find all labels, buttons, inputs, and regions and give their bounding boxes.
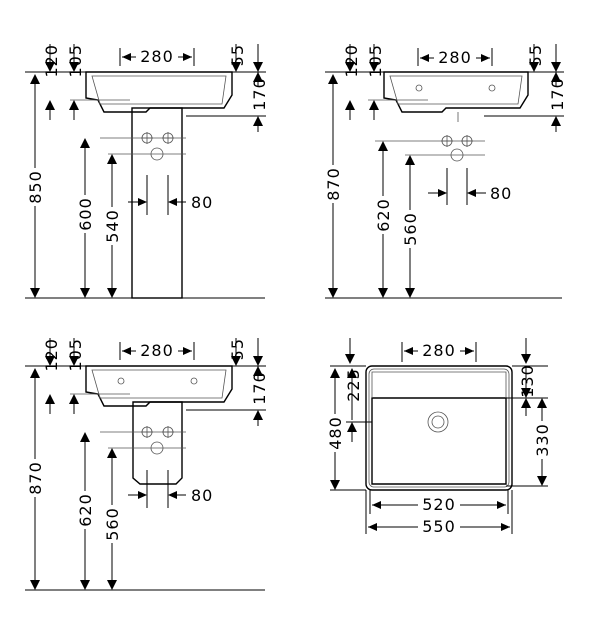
dim-120: 120 (42, 44, 61, 78)
dim-600: 600 (76, 197, 95, 231)
dim-55: 55 (526, 44, 545, 66)
dim-55: 55 (228, 44, 247, 66)
dim-620: 620 (374, 198, 393, 232)
dim-105: 105 (366, 44, 385, 78)
view-pedestal: 120 105 280 55 170 850 600 (25, 44, 269, 299)
dim-870: 870 (26, 461, 45, 495)
dim-80: 80 (191, 486, 213, 505)
view-wall-hung: 120 105 280 55 170 870 620 560 (324, 44, 567, 299)
dim-170: 170 (250, 77, 269, 111)
dim-280: 280 (140, 341, 174, 360)
dim-620: 620 (76, 493, 95, 527)
dim-120: 120 (342, 44, 361, 78)
dim-80: 80 (191, 193, 213, 212)
view-half-pedestal: 120 105 280 55 170 870 620 560 (25, 338, 269, 591)
dim-480: 480 (326, 416, 345, 450)
dim-550: 550 (422, 517, 456, 536)
dim-280: 280 (422, 341, 456, 360)
dim-560: 560 (103, 507, 122, 541)
dim-80: 80 (490, 184, 512, 203)
dim-540: 540 (103, 209, 122, 243)
dim-55: 55 (228, 338, 247, 360)
dim-870: 870 (324, 167, 343, 201)
dim-280: 280 (140, 47, 174, 66)
dim-850: 850 (26, 170, 45, 204)
dim-225: 225 (344, 368, 363, 402)
dim-105: 105 (66, 338, 85, 372)
dim-105: 105 (66, 44, 85, 78)
dim-560: 560 (401, 212, 420, 246)
dim-330: 330 (533, 423, 552, 457)
view-plan: 280 480 225 130 330 (326, 338, 552, 536)
dim-280: 280 (438, 48, 472, 67)
dim-120: 120 (42, 338, 61, 372)
dim-170: 170 (548, 77, 567, 111)
dim-170: 170 (250, 371, 269, 405)
dim-520: 520 (422, 495, 456, 514)
